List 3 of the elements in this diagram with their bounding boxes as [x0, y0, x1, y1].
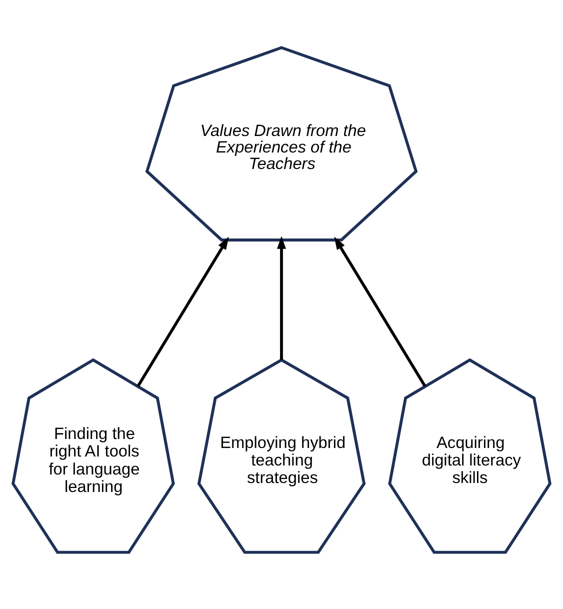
arrow — [334, 236, 426, 386]
arrow — [136, 236, 229, 386]
arrow — [276, 236, 286, 360]
